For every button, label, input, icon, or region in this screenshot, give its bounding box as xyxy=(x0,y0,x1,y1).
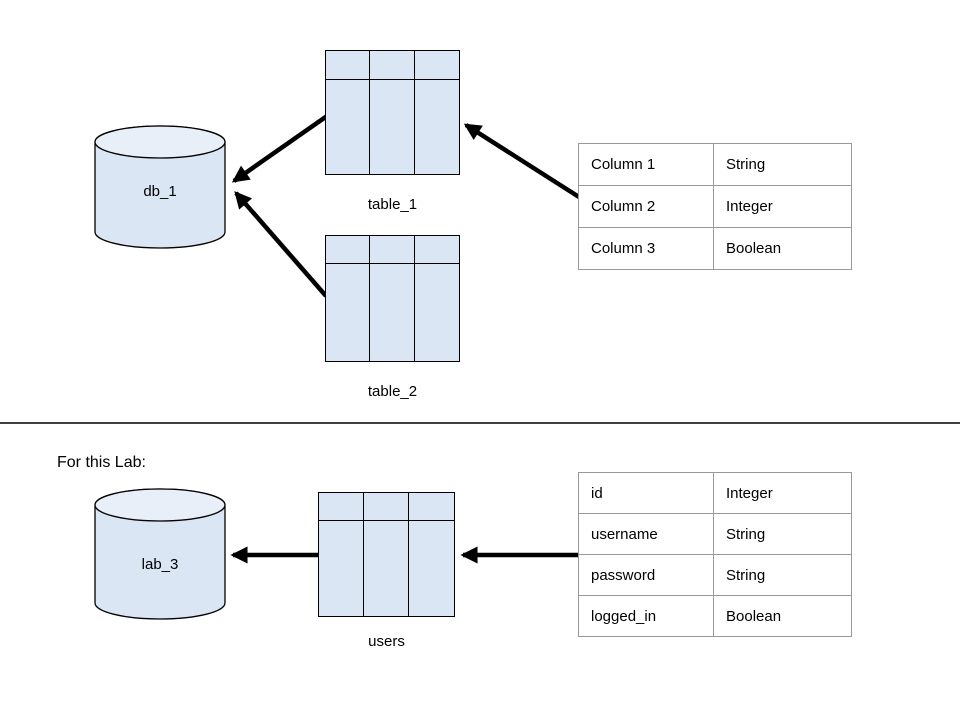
section-heading: For this Lab: xyxy=(57,454,146,471)
arrow-table1-to-db1-icon xyxy=(231,114,329,183)
schema-row: Column 1 String xyxy=(579,144,851,185)
arrow-table2-to-db1-icon xyxy=(234,191,328,298)
schema-field-name: Column 1 xyxy=(579,144,714,185)
schema-field-type: String xyxy=(726,156,766,173)
users-label: users xyxy=(368,633,405,650)
schema-field-type: Integer xyxy=(726,484,773,502)
table-grid-table-1 xyxy=(325,50,460,175)
schema-field-type: Integer xyxy=(726,198,773,215)
schema-row: username String xyxy=(579,513,851,554)
schema-field-type: String xyxy=(726,566,766,584)
arrow-schema-to-table1-icon xyxy=(463,123,581,199)
schema-field-name: username xyxy=(579,514,714,554)
db-1-cylinder-icon xyxy=(94,125,226,249)
schema-row: id Integer xyxy=(579,473,851,513)
schema-row: password String xyxy=(579,554,851,595)
table-1-label: table_1 xyxy=(367,196,418,213)
schema-field-name: Column 3 xyxy=(579,228,714,269)
lab-3-label: lab_3 xyxy=(141,556,179,573)
table-grid-table-2 xyxy=(325,235,460,362)
schema-field-name: Column 2 xyxy=(579,186,714,227)
schema-row: logged_in Boolean xyxy=(579,595,851,636)
db-1-label: db_1 xyxy=(143,183,177,200)
lab-3-cylinder-icon xyxy=(94,488,226,620)
table-grid-users xyxy=(318,492,455,617)
schema-table-users: id Integer username String password Stri… xyxy=(578,472,852,637)
schema-row: Column 2 Integer xyxy=(579,185,851,227)
schema-field-type: String xyxy=(726,525,766,543)
schema-field-name: password xyxy=(579,555,714,595)
schema-table-columns: Column 1 String Column 2 Integer Column … xyxy=(578,143,852,270)
schema-field-type: Boolean xyxy=(726,607,782,625)
schema-field-type: Boolean xyxy=(726,240,782,257)
schema-field-name: logged_in xyxy=(579,596,714,636)
schema-row: Column 3 Boolean xyxy=(579,227,851,269)
schema-field-name: id xyxy=(579,473,714,513)
table-2-label: table_2 xyxy=(367,383,418,400)
